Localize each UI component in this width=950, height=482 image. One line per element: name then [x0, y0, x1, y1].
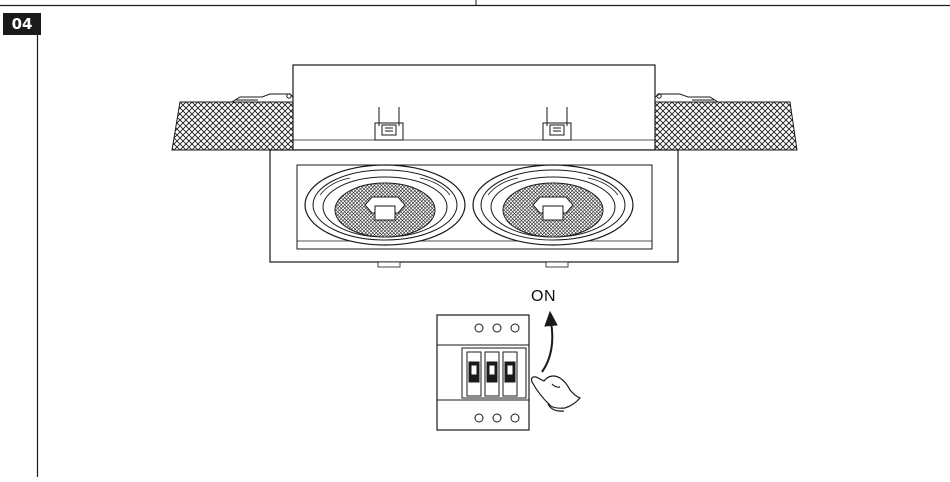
circuit-breaker: [436, 314, 530, 431]
mounting-bracket-right: [542, 107, 572, 141]
lamp-left: [304, 164, 466, 246]
ceiling-left: [171, 101, 294, 151]
fixture-housing: [292, 64, 656, 151]
spring-clip-left: [231, 93, 294, 103]
spring-clip-right: [654, 93, 719, 103]
ceiling-right: [654, 101, 798, 151]
hand-pointer: [530, 375, 582, 412]
up-arrow: [541, 310, 558, 373]
step-number-badge: 04: [3, 13, 41, 35]
on-label: ON: [531, 288, 556, 305]
mounting-bracket-left: [374, 107, 404, 141]
lamp-right: [472, 164, 634, 246]
